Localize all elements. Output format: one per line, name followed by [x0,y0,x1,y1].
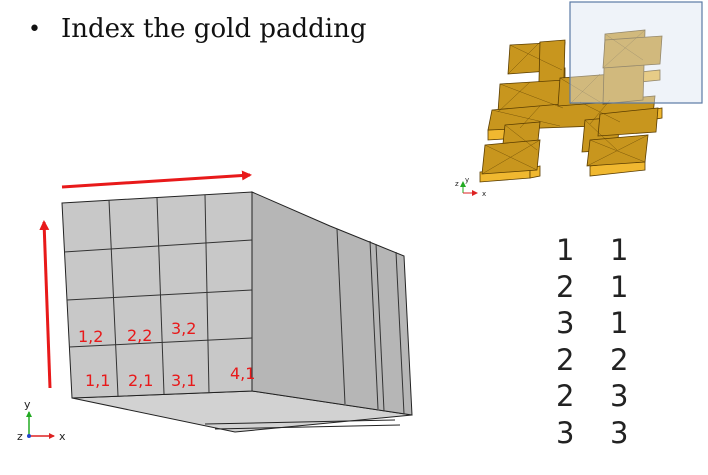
cell-label: 1,2 [78,327,103,346]
gold-padding-view [479,1,703,183]
axis-triad-small: y z x [455,176,486,198]
index-pair-row: 3 1 [556,305,664,342]
index-i: 2 [556,269,575,304]
cell-label: 3,1 [171,371,196,390]
index-j: 1 [610,269,629,304]
cell-label: 3,2 [171,319,196,338]
index-i: 2 [556,379,575,413]
cell-label: 2,1 [128,371,153,390]
index-pairs-list: 1 1 2 1 3 1 2 2 2 3 3 3 [556,232,664,451]
y-direction-arrow [39,220,52,389]
axis-label-x: x [59,430,66,443]
index-i: 2 [556,342,575,377]
index-j: 1 [610,233,629,267]
cell-label: 4,1 [230,364,255,383]
index-pair-row: 2 1 [556,269,664,306]
index-j: 3 [610,415,629,450]
block-side [251,191,413,416]
axis-label-z: z [17,430,23,443]
axis-label-y: y [465,176,469,184]
index-pair-row: 2 3 [556,378,664,415]
axis-label-z: z [455,180,459,188]
bullet-dot: • [28,16,41,42]
index-i: 3 [556,415,575,450]
index-pair-row: 3 3 [556,415,664,452]
axis-triad-main: y z x [17,398,66,443]
x-direction-arrow [61,170,252,189]
axis-label-y: y [24,398,31,411]
bullet-point: • Index the gold padding [28,14,366,44]
index-j: 3 [610,379,629,413]
cell-label: 2,2 [127,326,152,345]
index-j: 1 [610,306,629,340]
cell-label: 1,1 [85,371,110,390]
index-i: 1 [556,233,575,267]
index-j: 2 [610,342,629,377]
axis-label-x: x [482,190,486,198]
bullet-text: Index the gold padding [60,14,367,44]
index-pair-row: 1 1 [556,232,664,269]
mesh-block [61,191,413,433]
index-i: 3 [556,306,575,340]
highlight-region [569,1,703,104]
index-pair-row: 2 2 [556,342,664,379]
